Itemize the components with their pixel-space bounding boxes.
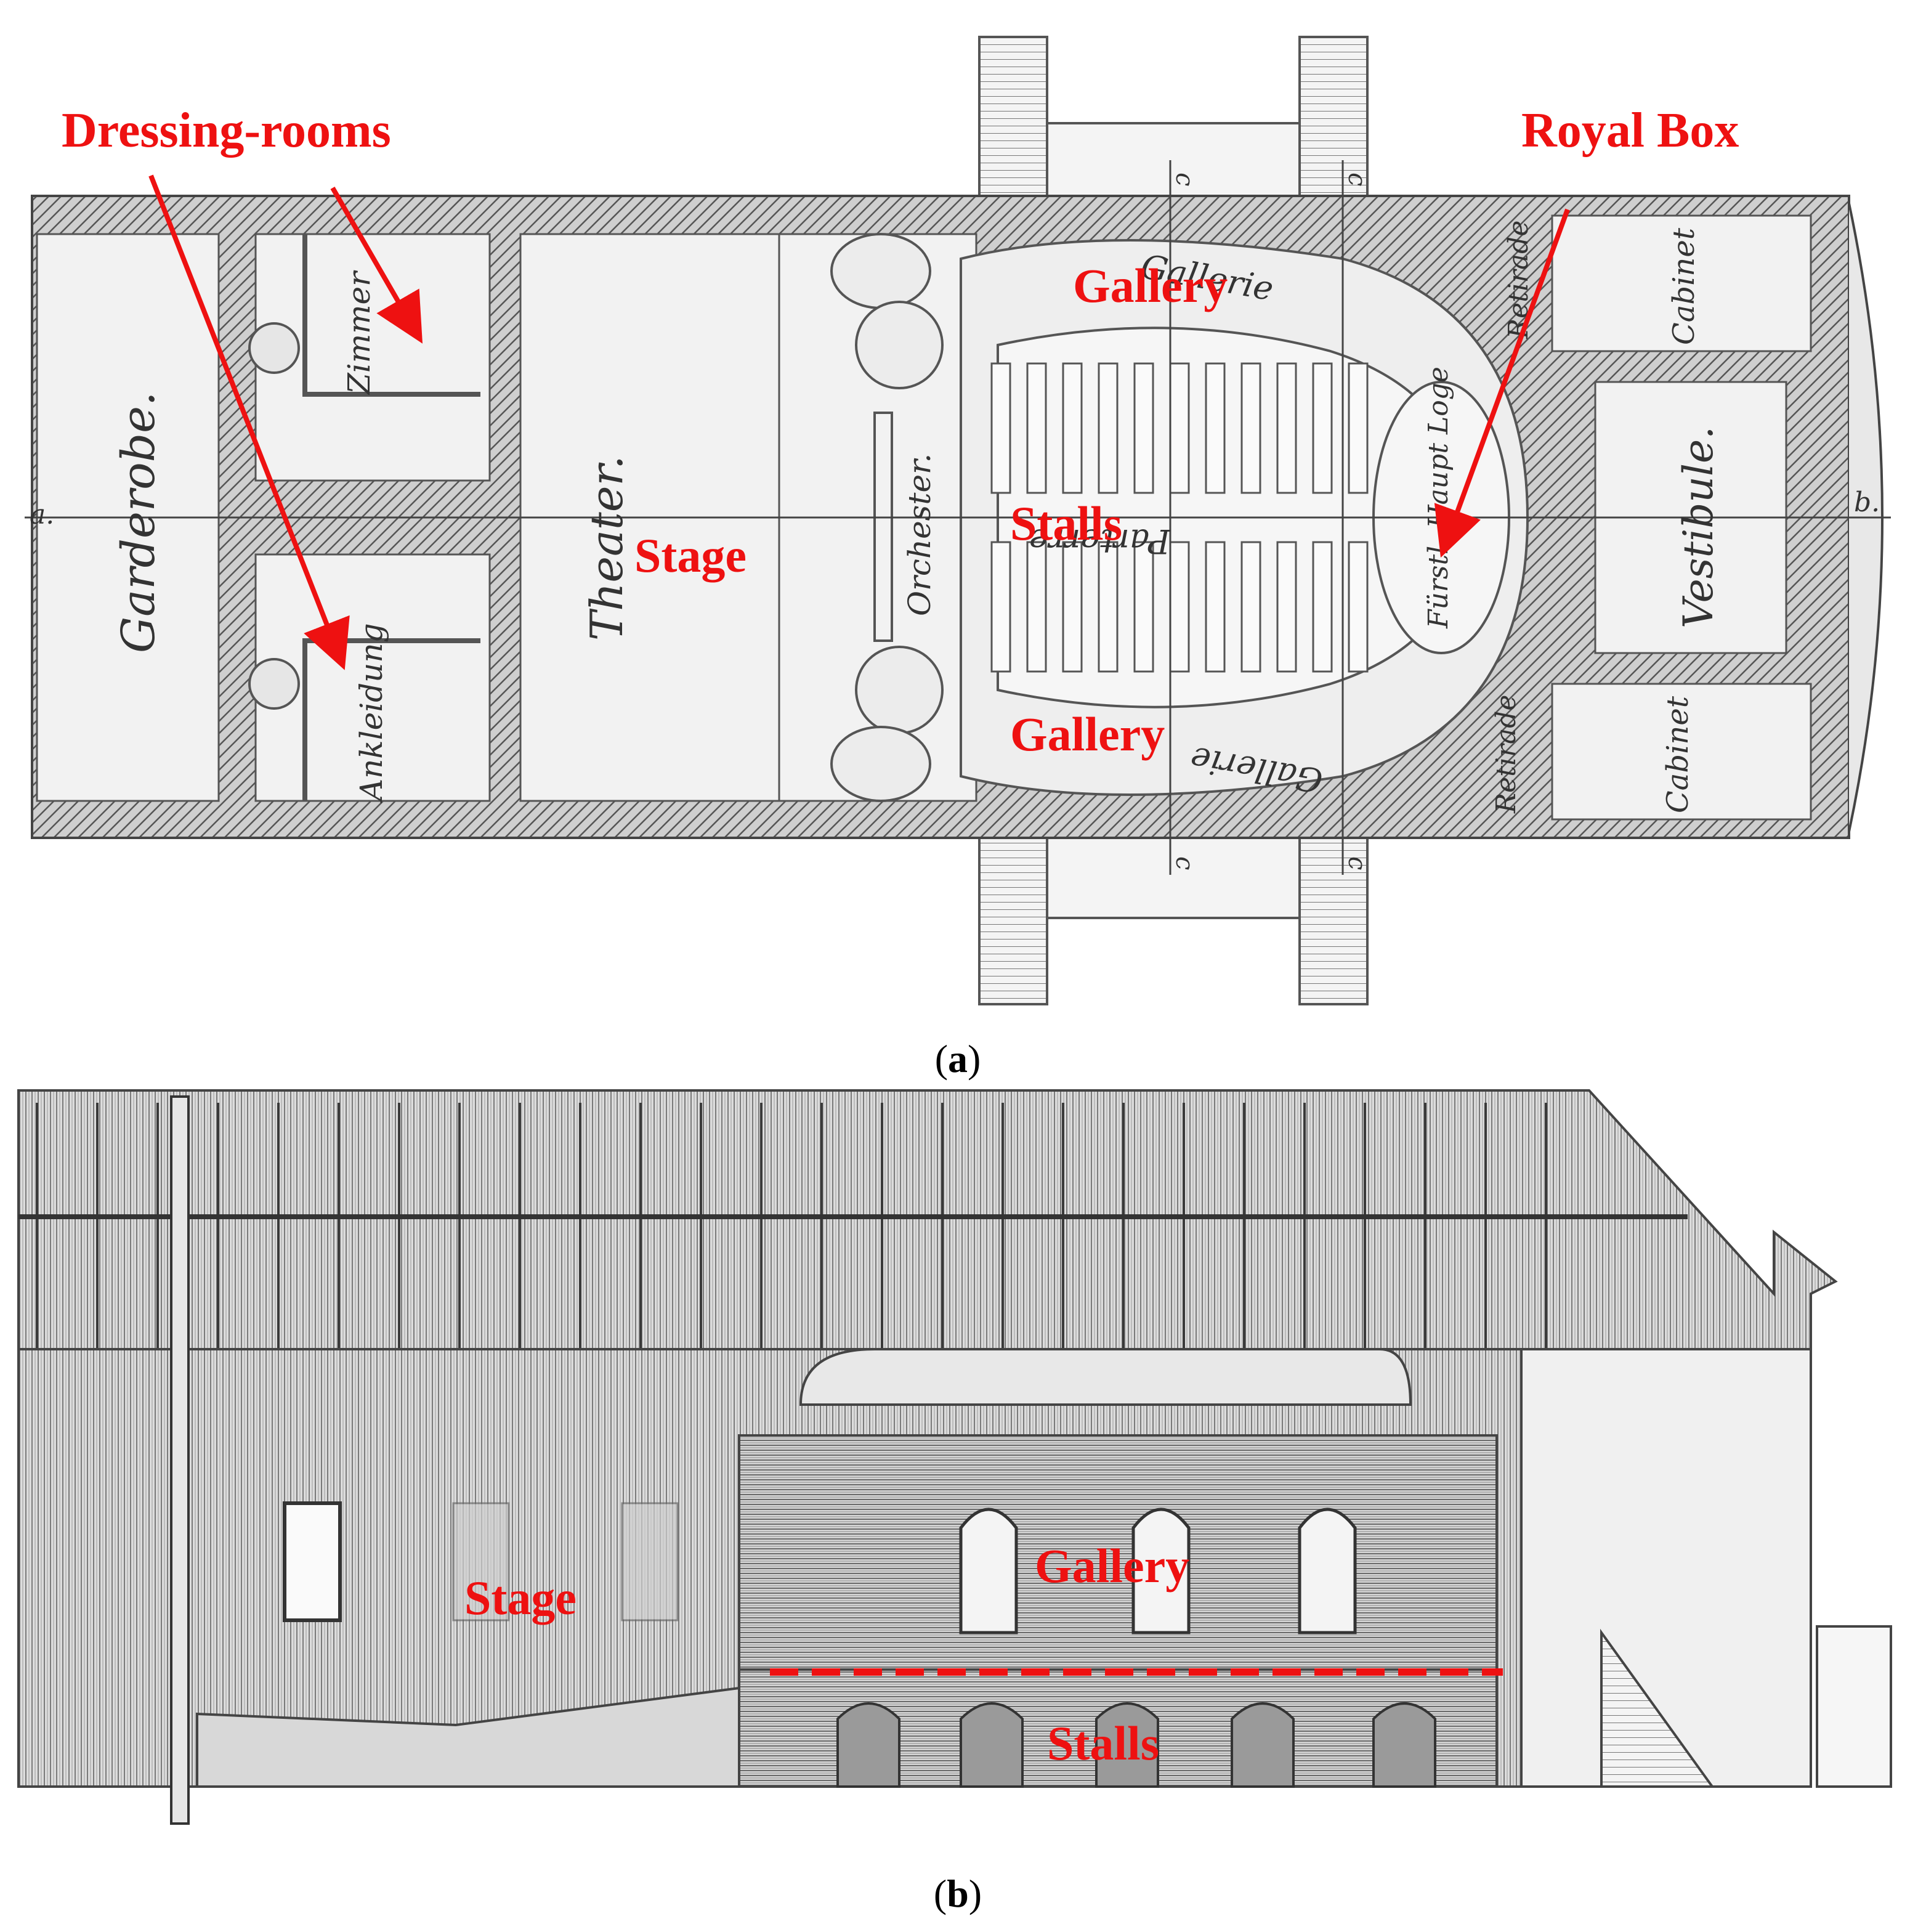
section-grand-staircase: [1600, 1628, 1715, 1788]
stall-row-upper: [1312, 362, 1333, 494]
label-garderobe: Garderobe.: [112, 392, 165, 653]
panel-a-annotation-labels: Dressing-rooms Royal Box Gallery Stalls …: [62, 104, 1739, 761]
section-roof: [17, 1089, 1838, 1350]
stall-row-upper: [1026, 362, 1047, 494]
stall-row-lower: [1062, 541, 1083, 673]
stall-row-upper: [1133, 362, 1154, 494]
panel-a-annotation-arrows: [148, 174, 1570, 670]
stall-row-upper: [1169, 362, 1190, 494]
stall-row-lower: [1169, 541, 1190, 673]
stalls-arch: [1095, 1702, 1159, 1788]
annotation-stage-plan: Stage: [634, 529, 747, 582]
section-right-vestibule: [1520, 1348, 1812, 1788]
label-section-c2: c: [1343, 172, 1371, 186]
plan-stall-rows: [990, 362, 1369, 673]
annotation-dressing-rooms: Dressing-rooms: [62, 104, 391, 158]
plan-round-stairs: [248, 322, 300, 710]
stalls-arch: [1231, 1702, 1295, 1788]
label-orchester: Orchester.: [902, 453, 937, 616]
caption-a-letter: a: [948, 1037, 968, 1081]
annotation-royal-box: Royal Box: [1521, 104, 1739, 158]
annotation-stage-section: Stage: [464, 1571, 577, 1625]
label-fursten-loge: Fürstl. Haupt Loge: [1423, 367, 1454, 629]
section-auditorium-interior: [738, 1348, 1498, 1788]
label-zimmer: Zimmer: [341, 270, 377, 396]
stalls-arch: [1372, 1702, 1436, 1788]
stalls-arch: [960, 1702, 1024, 1788]
arrow-dressing-room-lower: [148, 174, 350, 670]
label-axis-a: a.: [30, 499, 54, 530]
stall-row-upper: [1098, 362, 1119, 494]
stall-row-lower: [1276, 541, 1297, 673]
stall-row-lower: [990, 541, 1011, 673]
caption-a: (a): [935, 1037, 981, 1081]
stall-row-upper: [990, 362, 1011, 494]
stall-row-upper: [1276, 362, 1297, 494]
stall-row-lower: [1026, 541, 1047, 673]
label-parterre: Parterre: [1029, 522, 1171, 561]
stall-row-lower: [1205, 541, 1226, 673]
plan-orchestra-pit: [873, 412, 893, 642]
annotation-gallery-section: Gallery: [1035, 1539, 1189, 1593]
stall-row-upper: [1062, 362, 1083, 494]
stall-row-lower: [1312, 541, 1333, 673]
label-section-c3: c: [1170, 856, 1199, 870]
label-vestibule: Vestibule.: [1675, 426, 1722, 628]
section-entrance-portico: [1816, 1625, 1892, 1788]
section-stage-windows: [283, 1501, 679, 1622]
label-cabinet-top: Cabinet: [1667, 227, 1701, 345]
caption-b-letter: b: [947, 1872, 969, 1915]
gallery-window: [1298, 1508, 1357, 1634]
stall-row-upper: [1205, 362, 1226, 494]
section-vertical-shaft: [170, 1095, 190, 1825]
stall-row-upper: [1240, 362, 1261, 494]
label-ankleidung: Ankleidung: [354, 623, 389, 803]
stall-row-lower: [1348, 541, 1369, 673]
annotation-stalls: Stalls: [1010, 497, 1122, 550]
section-stalls-arches: [836, 1702, 1436, 1788]
section-gallery-windows: [959, 1508, 1357, 1634]
label-retirade-top: Retirade: [1503, 221, 1534, 339]
caption-b: (b): [934, 1872, 982, 1915]
label-axis-b: b.: [1854, 487, 1880, 518]
panel-b-longitudinal-section: Stage Gallery Stalls (b): [17, 1089, 1892, 1915]
stalls-arch: [836, 1702, 900, 1788]
annotation-stalls-section: Stalls: [1047, 1716, 1159, 1770]
arrow-dressing-room-upper: [330, 186, 423, 344]
staircase-projections: [978, 36, 1369, 1005]
annotation-gallery-top: Gallery: [1073, 259, 1228, 312]
stall-row-lower: [1133, 541, 1154, 673]
plan-proscenium-boxes: [830, 233, 944, 802]
gallery-window: [1131, 1508, 1191, 1634]
label-cabinet-bottom: Cabinet: [1661, 696, 1695, 813]
section-roof-rafters: [36, 1103, 1547, 1349]
panel-a-floor-plan: Garderobe. Zimmer Ankleidung Theater. Or…: [25, 36, 1891, 1081]
annotation-gallery-bottom: Gallery: [1010, 707, 1165, 761]
arrow-royal-box: [1434, 208, 1570, 558]
label-retirade-bottom: Retirade: [1491, 695, 1522, 814]
gallery-window: [959, 1508, 1018, 1634]
stall-row-upper: [1348, 362, 1369, 494]
panel-b-annotation-labels: Stage Gallery Stalls: [464, 1539, 1189, 1770]
stall-row-lower: [1240, 541, 1261, 673]
label-section-c1: c: [1170, 172, 1199, 186]
stall-row-lower: [1098, 541, 1119, 673]
label-section-c4: c: [1343, 856, 1371, 870]
label-theater: Theater.: [581, 455, 633, 641]
